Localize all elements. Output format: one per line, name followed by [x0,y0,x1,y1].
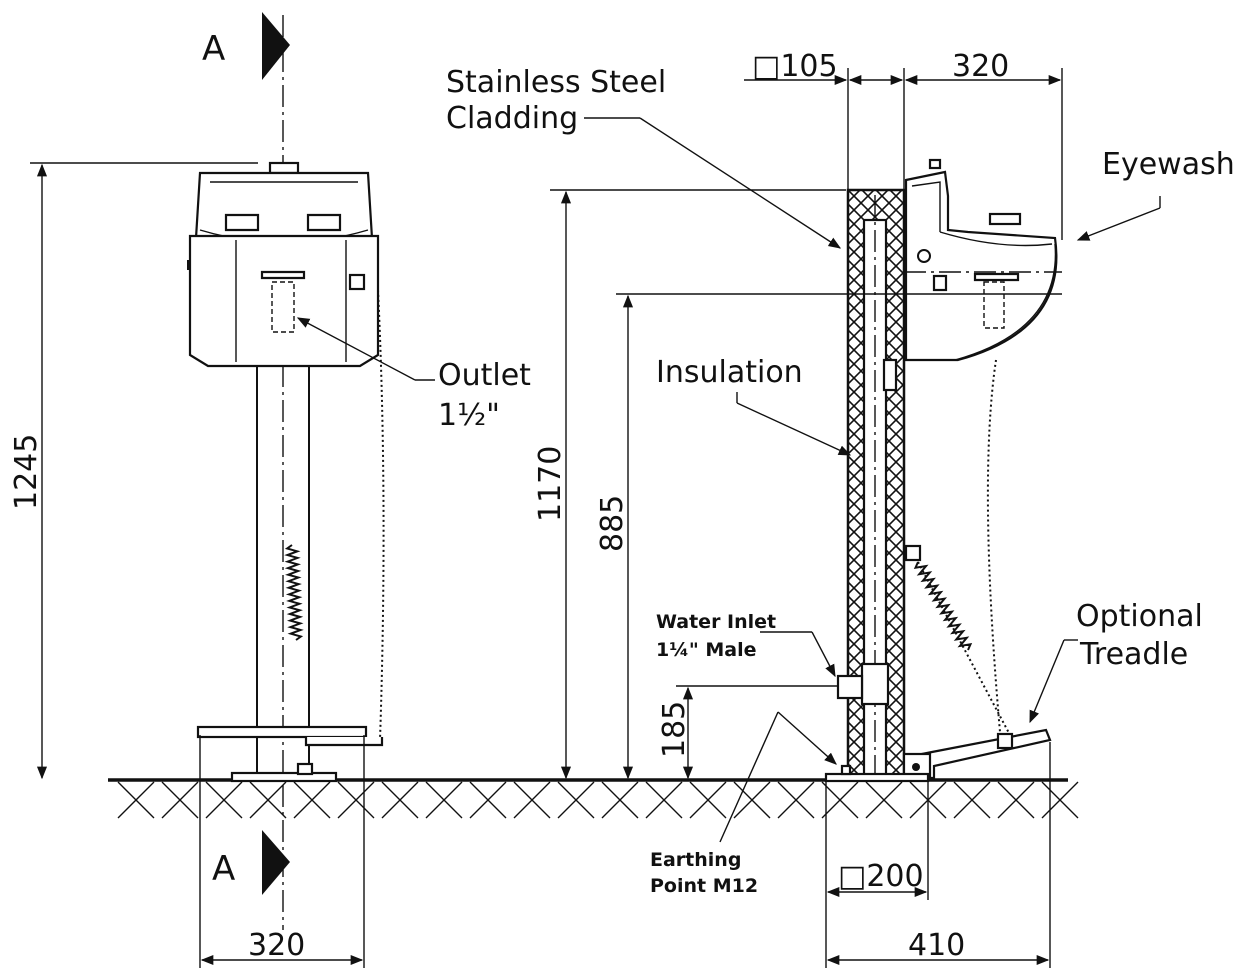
front-column [196,289,385,783]
water-inlet-fitting [836,674,864,700]
dim-200-text: □200 [838,859,924,894]
dim-410-text: 410 [908,928,965,963]
earthing-label: Earthing [650,849,741,871]
treadle-label-2: Treadle [1079,637,1188,672]
front-treadle [196,725,368,739]
dim-185: 185 [657,685,838,780]
side-bowl [904,158,1062,362]
outlet-size-label: 1½" [438,398,500,433]
dim-front-320: 320 [199,735,365,968]
treadle-label: Optional [1076,599,1203,634]
insulation-label: Insulation [656,355,803,390]
dim-885-text: 885 [595,495,630,552]
eyewash-label: Eyewash [1102,147,1235,182]
side-treadle [902,728,1052,782]
dim-1170-text: 1170 [533,446,568,522]
section-marker-top: A [202,12,290,80]
front-view: A A [9,12,531,968]
cladding-label-2: Cladding [446,101,578,136]
water-inlet-label: Water Inlet [656,611,776,633]
dim-1170: 1170 [533,189,846,780]
dim-200: □200 [825,782,929,968]
water-inlet-size-label: 1¼" Male [656,639,757,661]
front-bowl [187,161,380,368]
dim-1245-text: 1245 [9,434,44,510]
cladding-label: Stainless Steel [446,65,666,100]
dim-185-text: 185 [657,701,692,758]
dim-side-320-text: 320 [952,49,1009,84]
side-chain [986,359,1001,733]
section-label-top: A [202,29,225,69]
dim-top: □105 320 [744,49,1063,240]
dim-105-text: □105 [752,49,838,84]
dim-1245: 1245 [9,162,258,780]
side-view: Stainless Steel Cladding Eyewash Insulat… [446,49,1235,968]
dim-885: 885 [595,293,1062,780]
ground [108,778,1079,819]
section-label-bottom: A [212,849,235,889]
section-marker-bottom: A [212,830,290,895]
dim-front-320-text: 320 [248,928,305,963]
front-chain [377,289,385,741]
outlet-label: Outlet [438,358,531,393]
earthing-point-label: Point M12 [650,875,758,897]
dim-410: 410 [826,742,1051,968]
